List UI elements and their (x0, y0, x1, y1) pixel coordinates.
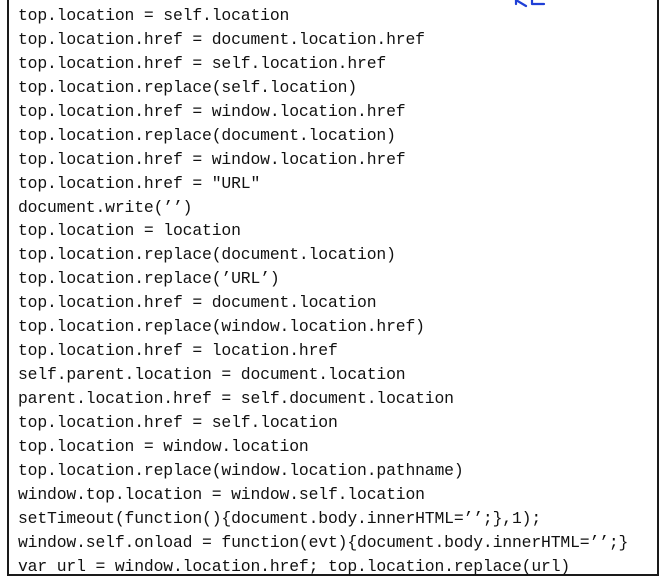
code-line: top.location.href = document.location.hr… (18, 29, 425, 49)
code-line: top.location = window.location (18, 436, 309, 456)
code-line: top.location.replace(document.location) (18, 245, 396, 265)
code-listing: top.location = self.location top.locatio… (18, 4, 628, 579)
code-line: top.location.href = window.location.href (18, 101, 406, 121)
code-line: top.location.href = self.location (18, 412, 338, 432)
code-line: top.location.replace(’URL’) (18, 269, 280, 289)
code-line: top.location.href = location.href (18, 341, 338, 361)
code-line: top.location = self.location (18, 6, 290, 25)
code-line: top.location.replace(window.location.pat… (18, 460, 464, 480)
code-line: setTimeout(function(){document.body.inne… (18, 508, 542, 528)
code-line: document.write(’’) (18, 197, 193, 217)
code-line: top.location.href = self.location.href (18, 53, 387, 73)
code-line: var url = window.location.href; top.loca… (18, 556, 571, 576)
code-line: top.location.href = document.location (18, 293, 377, 313)
code-line: self.parent.location = document.location (18, 365, 406, 385)
code-line: top.location.replace(document.location) (18, 125, 396, 145)
handwritten-annotation-mark (514, 0, 546, 8)
code-line: top.location.replace(window.location.hre… (18, 317, 425, 337)
code-line: window.top.location = window.self.locati… (18, 484, 425, 504)
code-line: top.location.replace(self.location) (18, 77, 358, 97)
code-line: top.location = location (18, 221, 241, 241)
code-line: top.location.href = "URL" (18, 173, 261, 193)
code-line: parent.location.href = self.document.loc… (18, 389, 454, 408)
code-line: window.self.onload = function(evt){docum… (18, 532, 629, 552)
code-line: top.location.href = window.location.href (18, 149, 406, 169)
code-listing-box: top.location = self.location top.locatio… (7, 0, 659, 576)
